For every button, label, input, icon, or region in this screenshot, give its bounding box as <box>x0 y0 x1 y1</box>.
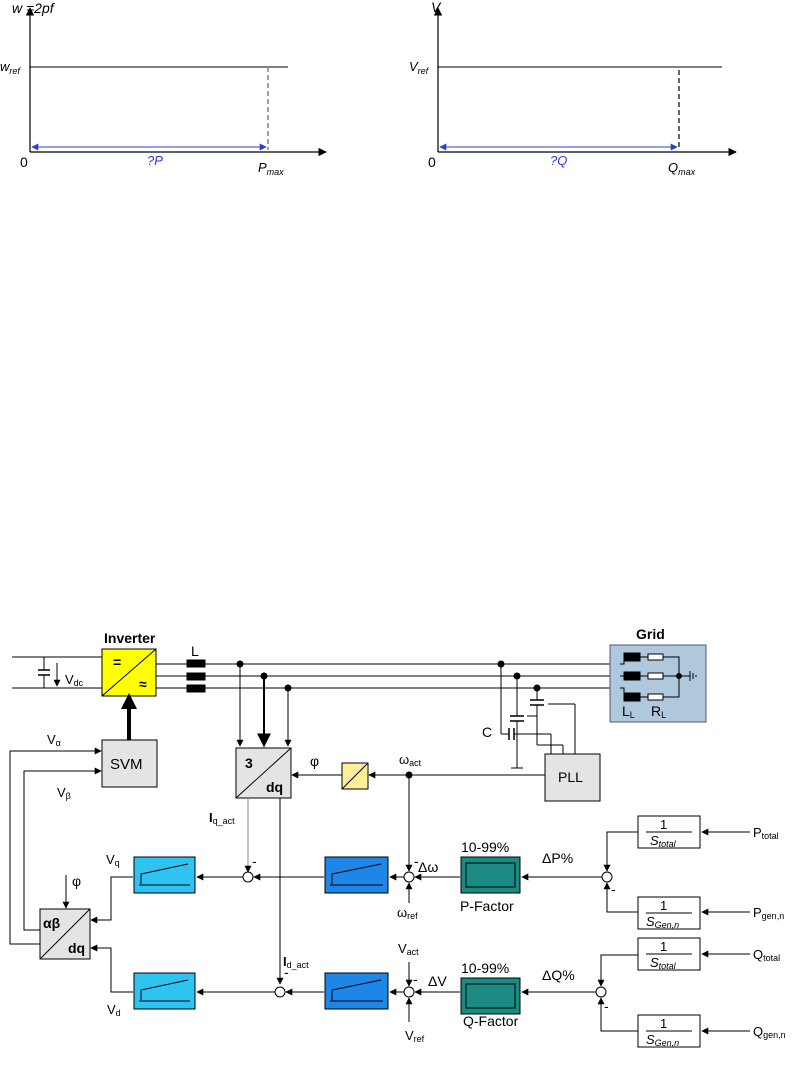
p-max-label: Pmax <box>258 160 284 177</box>
dp-label: ΔP% <box>542 850 573 866</box>
omega-act-label: ωact <box>399 752 422 768</box>
v-ref-label: Vref <box>409 59 430 76</box>
iq-pi-block <box>133 856 196 894</box>
inductor-a <box>186 659 206 668</box>
dv-label: ΔV <box>428 973 447 989</box>
pll-block <box>544 753 601 802</box>
svm-block <box>101 739 158 788</box>
q-factor-block <box>460 977 521 1015</box>
v-act-label: Vact <box>398 941 419 957</box>
svg-text:Stotal: Stotal <box>650 833 677 849</box>
inverter-title: Inverter <box>104 630 156 646</box>
svg-text:-: - <box>604 998 609 1014</box>
p-factor-range: 10-99% <box>461 839 509 855</box>
svg-text:1: 1 <box>660 1016 667 1031</box>
q-max-label: Qmax <box>668 160 696 177</box>
iq-act-label: Iq_act <box>209 810 235 826</box>
inverter-dc-symbol: = <box>113 654 121 670</box>
ab-dq-bottom: dq <box>68 940 85 956</box>
vq-label: Vq <box>106 852 120 868</box>
svg-text:Stotal: Stotal <box>650 955 677 971</box>
svg-text:1: 1 <box>660 898 667 913</box>
q-droop-y-label: V <box>431 0 442 15</box>
svg-text:SGen,n: SGen,n <box>646 1032 679 1048</box>
inverter-ac-symbol: ≈ <box>139 676 147 692</box>
id-pi-block <box>133 972 196 1010</box>
id-act-label: Id_act <box>283 954 309 970</box>
p-droop-y-label: w =2pf <box>12 0 56 16</box>
vdc-label: Vdc <box>65 672 84 688</box>
p-range-label: ?P <box>147 153 163 168</box>
svg-text:1: 1 <box>660 817 667 832</box>
grid-title: Grid <box>636 626 665 642</box>
abc-dq-top: 3 <box>245 755 253 771</box>
svm-label: SVM <box>110 756 143 773</box>
svg-text:-: - <box>611 881 616 897</box>
q-factor-label: Q-Factor <box>463 1013 519 1029</box>
svg-text:1: 1 <box>660 939 667 954</box>
svg-text:-: - <box>413 971 418 987</box>
inductor-c <box>186 684 206 693</box>
omega-ref-label: ωref <box>397 905 418 921</box>
phi-label: φ <box>310 753 319 769</box>
v-alpha-label: Vα <box>47 732 61 748</box>
p-total-label: Ptotal <box>753 825 779 841</box>
inductor-b <box>186 672 206 681</box>
phi2-label: φ <box>72 873 81 889</box>
q-origin-label: 0 <box>428 154 436 170</box>
omega-pi-block <box>324 856 389 894</box>
grid-ll-label: LL <box>622 703 635 720</box>
q-droop-chart: V Vref 0 ?Q Qmax <box>409 0 737 177</box>
vd-label: Vd <box>107 1002 121 1018</box>
svg-text:-: - <box>284 964 289 980</box>
q-gen-label: Qgen,n <box>753 1024 786 1040</box>
p-origin-label: 0 <box>20 154 28 170</box>
w-ref-label: wref <box>0 59 21 76</box>
v-pi-block <box>324 972 389 1010</box>
svg-text:-: - <box>252 853 257 869</box>
control-diagram: Vdc Inverter = ≈ L <box>9 626 786 1048</box>
dq-label: ΔQ% <box>542 967 575 983</box>
filter-l-label: L <box>191 643 199 659</box>
p-factor-label: P-Factor <box>460 898 514 914</box>
d-omega-label: Δω <box>418 859 438 875</box>
cap-c-label: C <box>482 724 492 740</box>
svg-text:-: - <box>414 853 419 869</box>
svg-text:SGen,n: SGen,n <box>646 914 679 930</box>
dc-link <box>12 656 102 689</box>
p-droop-chart: w =2pf wref 0 ?P Pmax <box>0 0 327 177</box>
v-beta-label: Vβ <box>57 785 71 801</box>
v-ref-ctrl-label: Vref <box>405 1028 425 1044</box>
p-factor-block <box>460 856 521 894</box>
q-total-label: Qtotal <box>753 947 780 963</box>
ab-dq-top: αβ <box>43 915 61 931</box>
q-range-label: ?Q <box>550 153 567 168</box>
pll-label: PLL <box>558 769 583 785</box>
p-gen-label: Pgen,n <box>753 905 784 921</box>
abc-dq-bottom: dq <box>266 779 283 795</box>
q-factor-range: 10-99% <box>461 960 509 976</box>
grid-rl-label: RL <box>651 703 666 720</box>
